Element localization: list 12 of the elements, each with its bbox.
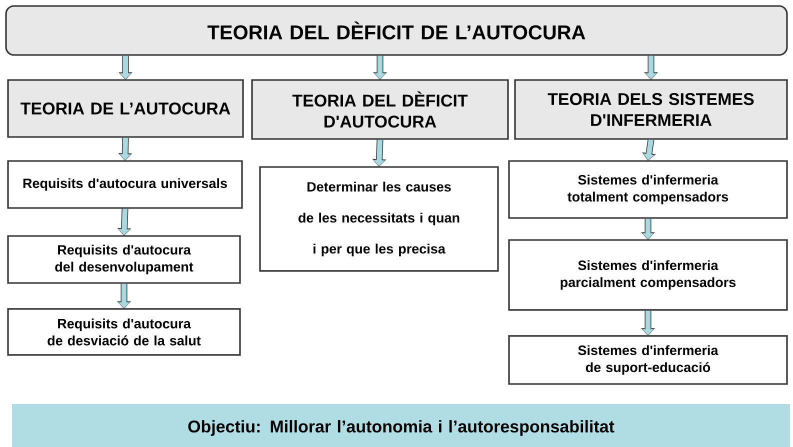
theory-box: TEORIA DELS SISTEMES D'INFERMERIA bbox=[514, 79, 788, 140]
system-box: Sistemes d'infermeria totalment compensadors bbox=[508, 160, 788, 219]
requirement-box: Requisits d'autocura del desenvolupament bbox=[7, 235, 241, 284]
title-box: TEORIA DEL DÈFICIT DE L’AUTOCURA bbox=[5, 5, 788, 56]
objective-banner: Objectiu: Millorar l’autonomia i l’autoresponsabilitat bbox=[12, 404, 790, 447]
system-box: Sistemes d'infermeria parcialment compensadors bbox=[508, 239, 788, 311]
process-box: Determinar les causes de les necessitats i quan i per que les precisa bbox=[259, 166, 499, 272]
requirement-box: Requisits d'autocura universals bbox=[7, 160, 243, 209]
system-box: Sistemes d'infermeria de suport-educació bbox=[508, 335, 788, 385]
theory-box: TEORIA DEL DÈFICIT D'AUTOCURA bbox=[251, 79, 509, 140]
requirement-box: Requisits d'autocura de desviació de la salut bbox=[7, 308, 241, 356]
theory-box: TEORIA DE L’AUTOCURA bbox=[7, 79, 244, 138]
